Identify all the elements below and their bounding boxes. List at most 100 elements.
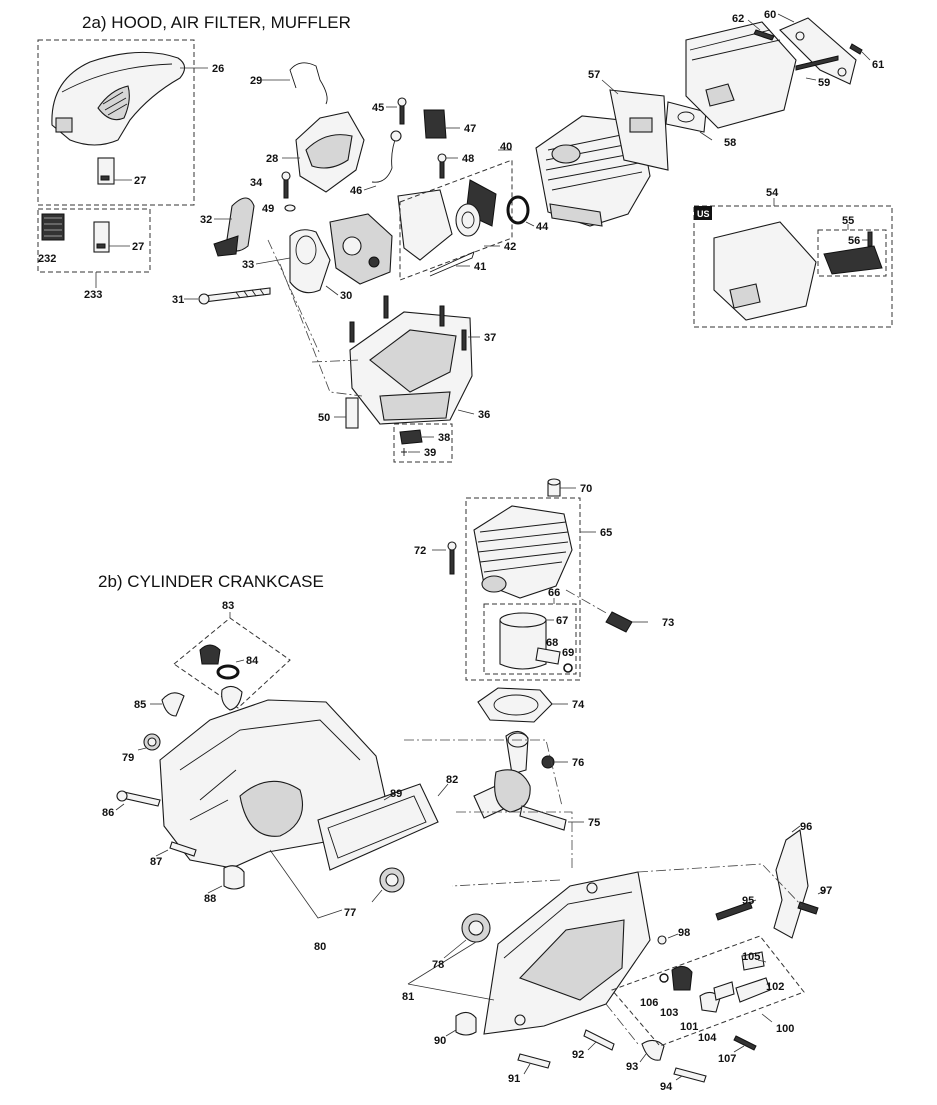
label-34: 34 — [250, 177, 263, 189]
spring-29 — [289, 62, 328, 105]
bumper-90 — [455, 1011, 477, 1036]
label-94: 94 — [660, 1081, 673, 1093]
label-89: 89 — [390, 788, 402, 800]
label-42: 42 — [504, 241, 516, 253]
label-102: 102 — [766, 981, 784, 993]
part-number-labels: 26 27 27 232 233 29 28 34 49 32 33 31 30… — [38, 9, 884, 1093]
screw-87 — [169, 841, 197, 857]
screw-61 — [849, 43, 863, 55]
label-38: 38 — [438, 432, 450, 444]
cylinder-group — [432, 478, 648, 723]
screw-62 — [753, 29, 775, 41]
screw-59 — [795, 55, 839, 71]
label-31: 31 — [172, 294, 184, 306]
label-60: 60 — [764, 9, 776, 21]
label-70: 70 — [580, 483, 592, 495]
clip-69 — [563, 663, 573, 673]
screw-48 — [439, 159, 445, 179]
screw-86 — [121, 791, 161, 807]
gasket-74 — [477, 687, 553, 723]
label-69: 69 — [562, 647, 574, 659]
crank-web — [494, 769, 531, 813]
spark-screen-box — [817, 229, 887, 277]
cable-46 — [371, 131, 399, 183]
cylinder-kit-box — [465, 497, 581, 681]
label-83: 83 — [222, 600, 234, 612]
washer-49 — [284, 204, 296, 212]
label-67: 67 — [556, 615, 568, 627]
filter-kit-group — [37, 208, 151, 288]
label-55: 55 — [842, 215, 854, 227]
stud-95 — [715, 901, 753, 921]
label-44: 44 — [536, 221, 549, 233]
screw-56 — [867, 231, 873, 247]
label-81: 81 — [402, 991, 414, 1003]
filter-kit-box — [37, 208, 151, 273]
right-crankcase-group — [407, 825, 827, 1083]
label-29: 29 — [250, 75, 262, 87]
label-56: 56 — [848, 235, 860, 247]
cover-102 — [735, 977, 771, 1003]
pin-68 — [535, 647, 561, 665]
label-66: 66 — [548, 587, 560, 599]
spike-96 — [773, 829, 809, 939]
bracket-40 — [397, 189, 453, 261]
label-37: 37 — [484, 332, 496, 344]
left-crankcase-group — [115, 612, 449, 919]
bracket-47 — [423, 109, 447, 139]
section-title-crankcase: 2b) CYLINDER CRANKCASE — [98, 572, 324, 591]
oil-pump — [199, 644, 221, 665]
label-82: 82 — [446, 774, 458, 786]
clip-105 — [741, 951, 765, 971]
intake-33 — [289, 229, 331, 294]
screw-45 — [399, 103, 405, 125]
label-58: 58 — [724, 137, 736, 149]
oil-pump-kit-100 — [611, 935, 805, 1047]
label-88: 88 — [204, 893, 216, 905]
worm-103 — [671, 966, 693, 991]
label-106: 106 — [640, 997, 658, 1009]
label-48: 48 — [462, 153, 474, 165]
label-90: 90 — [434, 1035, 446, 1047]
cap-part — [221, 685, 243, 711]
us-muffler-kit: US — [693, 198, 893, 328]
intake-42 — [455, 203, 481, 237]
label-76: 76 — [572, 757, 584, 769]
label-39: 39 — [424, 447, 436, 459]
label-86: 86 — [102, 807, 114, 819]
label-87: 87 — [150, 856, 162, 868]
spring-39 — [401, 448, 407, 456]
screw-107 — [733, 1035, 757, 1051]
label-92: 92 — [572, 1049, 584, 1061]
label-104: 104 — [698, 1032, 717, 1044]
pin-98 — [657, 935, 667, 945]
part-104 — [713, 981, 735, 1001]
label-50: 50 — [318, 412, 330, 424]
label-65: 65 — [600, 527, 612, 539]
bumper-88 — [223, 865, 245, 890]
label-105: 105 — [742, 951, 760, 963]
crankshaft-group — [404, 730, 584, 870]
us-muffler-part — [713, 221, 817, 321]
label-57: 57 — [588, 69, 600, 81]
us-badge — [694, 206, 712, 220]
label-75: 75 — [588, 817, 600, 829]
label-73: 73 — [662, 617, 674, 629]
piston-kit-box — [483, 603, 577, 675]
label-40: 40 — [500, 141, 512, 153]
label-32: 32 — [200, 214, 212, 226]
bolt-31 — [203, 287, 271, 303]
label-36: 36 — [478, 409, 490, 421]
label-74: 74 — [572, 699, 585, 711]
oring-84 — [216, 664, 240, 680]
label-101: 101 — [680, 1021, 698, 1033]
label-103: 103 — [660, 1007, 678, 1019]
clip-85 — [161, 692, 185, 717]
label-61: 61 — [872, 59, 884, 71]
label-33: 33 — [242, 259, 254, 271]
label-30: 30 — [340, 290, 352, 302]
decal-50 — [345, 397, 359, 429]
label-45: 45 — [372, 102, 384, 114]
screw-91 — [517, 1053, 551, 1069]
